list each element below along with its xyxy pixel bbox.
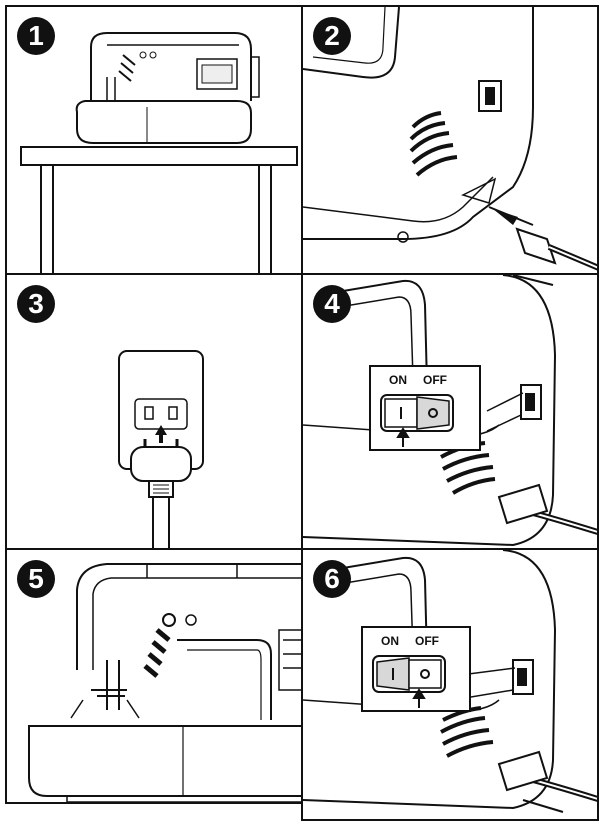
step-2-number: 2: [313, 17, 351, 55]
step-6-number: 6: [313, 560, 351, 598]
step-5-panel: 5: [5, 548, 303, 804]
switch-on-label: ON: [389, 373, 407, 387]
step-1-number: 1: [17, 17, 55, 55]
switch-off-label: OFF: [423, 373, 447, 387]
switch-on-label: ON: [381, 634, 399, 648]
step-3-number: 3: [17, 285, 55, 323]
step-6-panel: 6 ON OFF: [301, 548, 599, 821]
step-4-panel: 4 ON OFF: [301, 273, 599, 550]
power-switch-off-icon: [303, 550, 597, 813]
switch-off-inset: ON OFF: [361, 626, 471, 712]
step-2-panel: 2: [301, 5, 599, 275]
sewing-machine-on-table-icon: [20, 32, 298, 273]
switch-off-label: OFF: [415, 634, 439, 648]
power-cord-into-machine-icon: [303, 7, 597, 271]
step-3-panel: 3: [5, 273, 303, 550]
step-4-number: 4: [313, 285, 351, 323]
switch-on-inset: ON OFF: [369, 365, 481, 451]
rocker-switch-off-icon: [372, 655, 446, 708]
step-5-number: 5: [17, 560, 55, 598]
plug-into-wall-outlet-icon: [118, 350, 204, 548]
sewing-machine-closeup-icon: [28, 563, 301, 802]
rocker-switch-on-icon: [380, 394, 454, 447]
step-1-panel: 1: [5, 5, 303, 275]
